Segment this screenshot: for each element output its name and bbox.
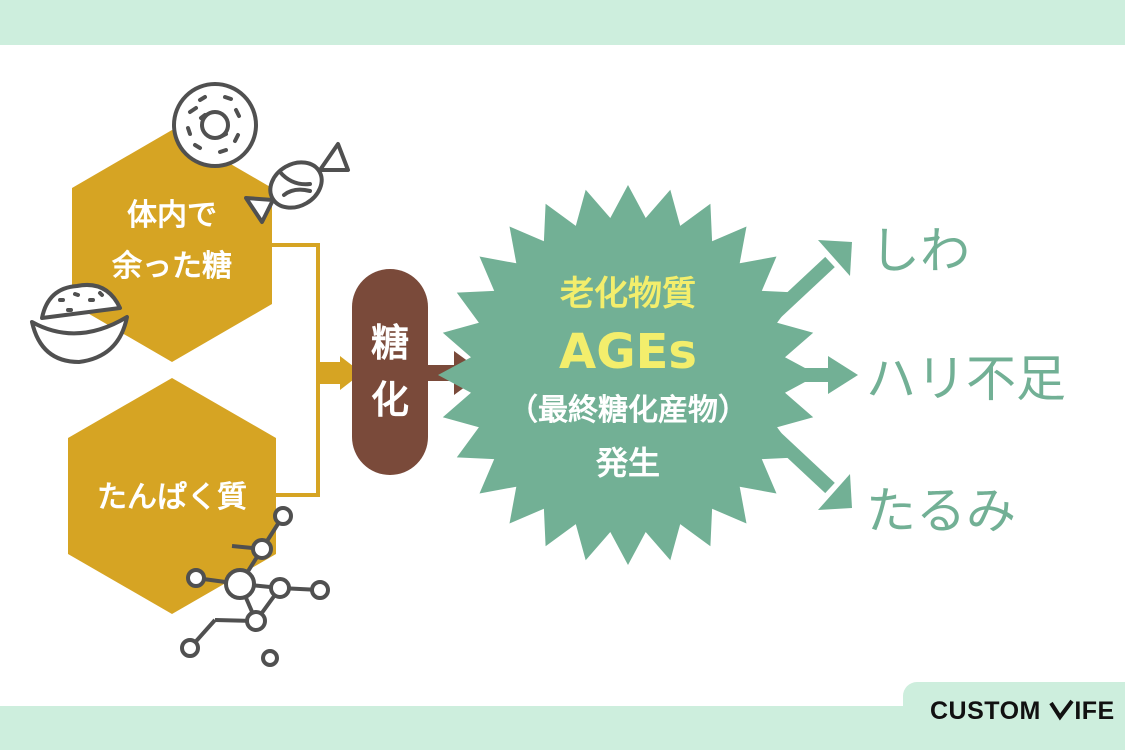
- top-band: [0, 0, 1125, 45]
- logo-check-icon: [1048, 697, 1074, 726]
- ages-starburst: 老化物質 AGEs （最終糖化産物） 発生: [438, 185, 818, 565]
- brand-logo: CUSTOM IFE: [930, 697, 1115, 726]
- rice-bowl-icon: [30, 283, 129, 364]
- molecule-icon: [180, 506, 330, 667]
- sugar-label-line2: 余った糖: [111, 249, 232, 284]
- candy-icon: [244, 142, 350, 224]
- effect-firmness: ハリ不足: [866, 350, 1066, 408]
- effect-sagging: たるみ: [866, 482, 1016, 540]
- glycation-char-2: 化: [371, 378, 409, 422]
- sugar-label-line1: 体内で: [127, 198, 217, 233]
- protein-label: たんぱく質: [97, 480, 247, 515]
- ages-title: 老化物質: [560, 274, 696, 314]
- logo-tab: [903, 682, 1125, 750]
- ages-name: AGEs: [559, 324, 697, 380]
- logo-part-1: CUSTOM: [930, 697, 1041, 725]
- glycation-pill: 糖 化: [352, 269, 428, 475]
- logo-part-2: IFE: [1074, 697, 1115, 725]
- protein-hexagon: たんぱく質: [68, 378, 276, 614]
- glycation-char-1: 糖: [371, 321, 409, 365]
- ages-subtitle: （最終糖化産物）: [508, 393, 748, 428]
- connector-lines: [270, 243, 362, 497]
- ages-occurs: 発生: [595, 444, 660, 482]
- donut-icon: [172, 82, 258, 168]
- sugar-hexagon: 体内で 余った糖: [72, 130, 272, 362]
- effect-wrinkles: しわ: [870, 222, 970, 280]
